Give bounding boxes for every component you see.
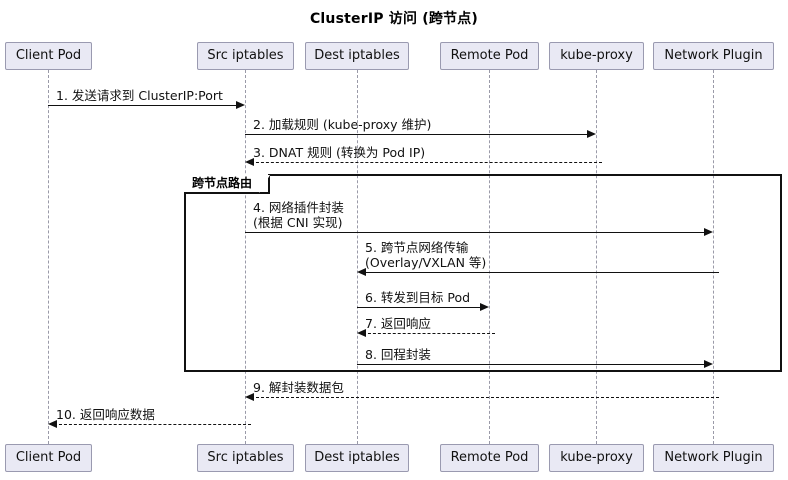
participant-bottom-kproxy[interactable]: kube-proxy <box>549 444 644 472</box>
lifeline-netplug <box>713 70 714 444</box>
lifeline-kproxy <box>596 70 597 444</box>
page-title: ClusterIP 访问 (跨节点) <box>309 11 479 27</box>
participant-top-srcipt[interactable]: Src iptables <box>197 42 294 70</box>
message-label-9: 9. 解封装数据包 <box>253 380 344 395</box>
message-line-7 <box>363 333 495 334</box>
message-label-6: 6. 转发到目标 Pod <box>365 290 471 305</box>
lifeline-srcipt <box>245 70 246 444</box>
message-line-4 <box>245 232 707 233</box>
participant-bottom-destipt[interactable]: Dest iptables <box>305 444 409 472</box>
lifeline-rpod <box>489 70 490 444</box>
message-label-7: 7. 返回响应 <box>365 316 431 331</box>
message-label-1: 1. 发送请求到 ClusterIP:Port <box>56 88 223 103</box>
message-line-1 <box>48 105 239 106</box>
message-arrowhead-1 <box>236 101 245 109</box>
message-arrowhead-8 <box>704 360 713 368</box>
fragment-label: 跨节点路由 <box>184 174 271 194</box>
message-line-9 <box>251 397 719 398</box>
fragment-box <box>184 174 782 372</box>
participant-top-netplug[interactable]: Network Plugin <box>653 42 774 70</box>
message-arrowhead-4 <box>704 228 713 236</box>
message-arrowhead-3 <box>245 158 254 166</box>
message-line-3 <box>251 162 602 163</box>
participant-bottom-srcipt[interactable]: Src iptables <box>197 444 294 472</box>
message-arrowhead-2 <box>587 130 596 138</box>
message-label-10: 10. 返回响应数据 <box>56 407 155 422</box>
message-label-3: 3. DNAT 规则 (转换为 Pod IP) <box>253 145 426 160</box>
message-arrowhead-10 <box>48 420 57 428</box>
participant-top-destipt[interactable]: Dest iptables <box>305 42 409 70</box>
fragment-label-corner <box>259 175 270 193</box>
message-line-5 <box>363 272 719 273</box>
lifeline-client <box>48 70 49 444</box>
message-arrowhead-9 <box>245 393 254 401</box>
message-label-2: 2. 加载规则 (kube-proxy 维护) <box>253 117 432 132</box>
message-arrowhead-5 <box>357 268 366 276</box>
participant-bottom-rpod[interactable]: Remote Pod <box>440 444 539 472</box>
lifeline-destipt <box>357 70 358 444</box>
participant-bottom-client[interactable]: Client Pod <box>5 444 92 472</box>
participant-top-rpod[interactable]: Remote Pod <box>440 42 539 70</box>
message-line-10 <box>54 424 251 425</box>
message-label-5: 5. 跨节点网络传输 (Overlay/VXLAN 等) <box>365 240 487 270</box>
message-label-4: 4. 网络插件封装 (根据 CNI 实现) <box>253 200 344 230</box>
message-arrowhead-7 <box>357 329 366 337</box>
message-line-6 <box>357 307 483 308</box>
message-line-2 <box>245 134 590 135</box>
participant-bottom-netplug[interactable]: Network Plugin <box>653 444 774 472</box>
participant-top-client[interactable]: Client Pod <box>5 42 92 70</box>
message-line-8 <box>357 364 707 365</box>
participant-top-kproxy[interactable]: kube-proxy <box>549 42 644 70</box>
message-label-8: 8. 回程封装 <box>365 347 431 362</box>
message-arrowhead-6 <box>480 303 489 311</box>
